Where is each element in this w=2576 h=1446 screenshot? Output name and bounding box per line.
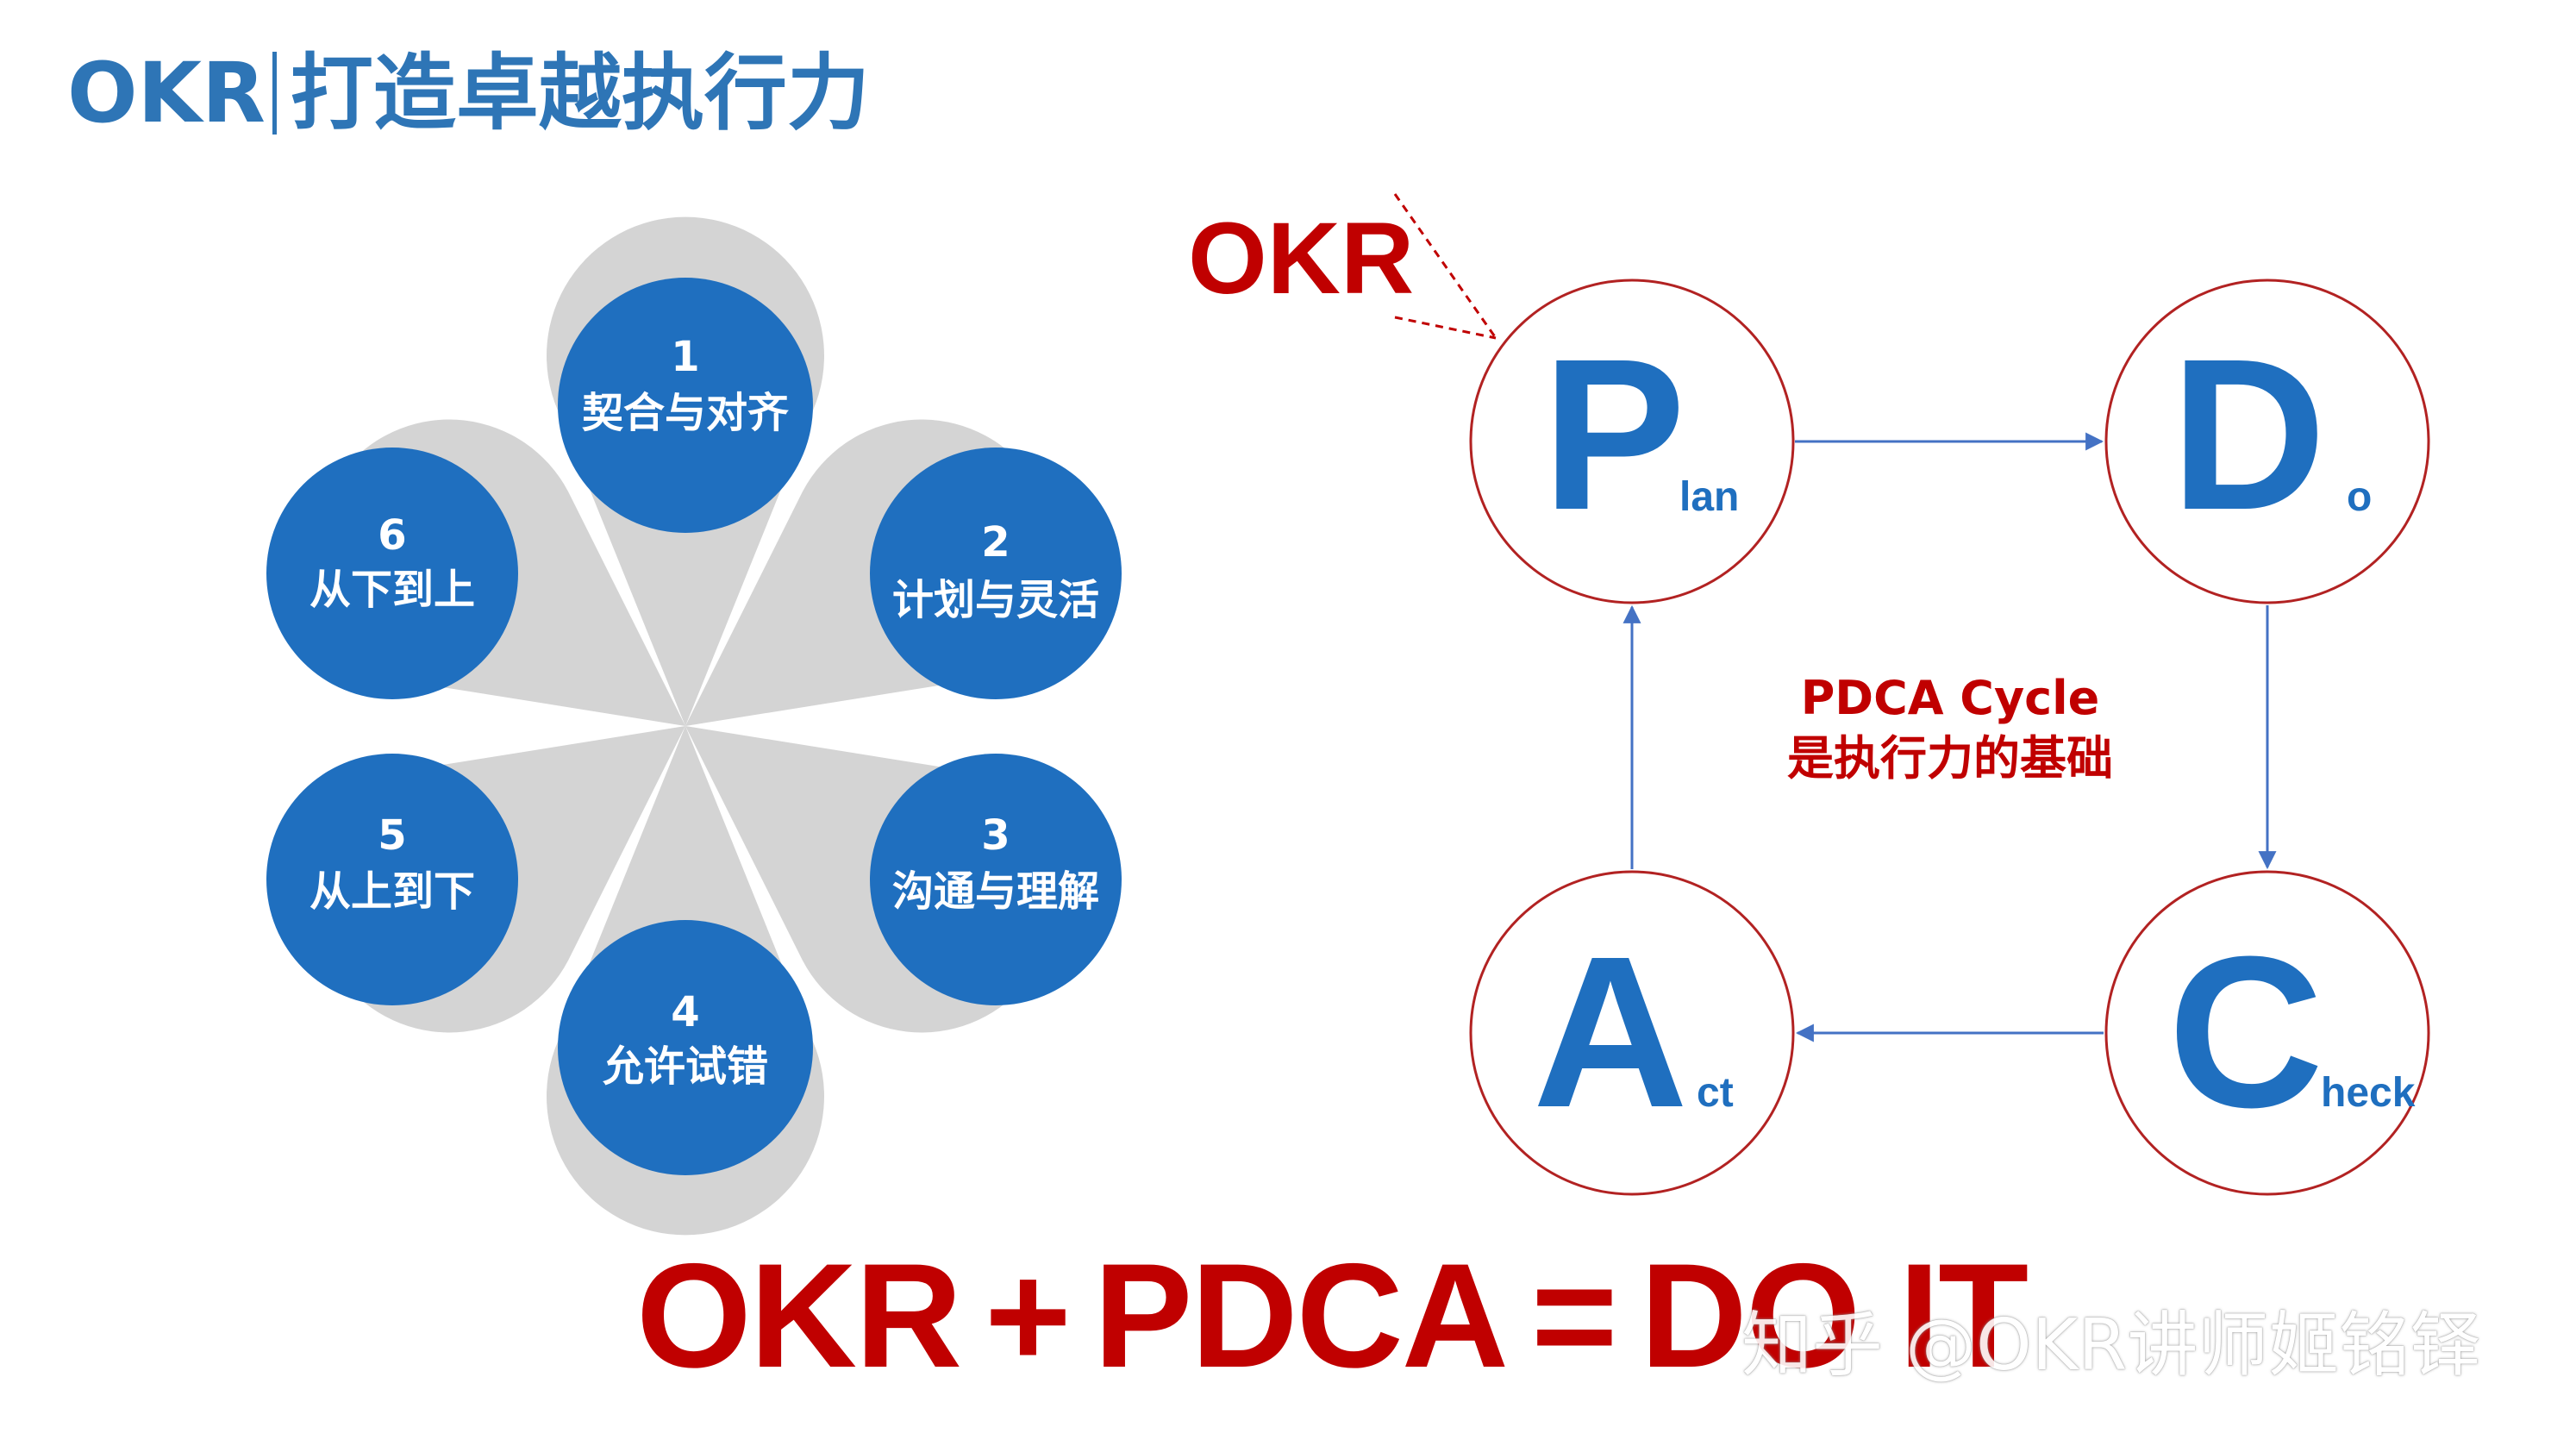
petal-number-6: 6 — [378, 511, 406, 560]
equation-do-it: DO IT — [1640, 1233, 2029, 1399]
petal-label-4: 允许试错 — [603, 1042, 768, 1091]
page-title: OKR 打造卓越执行力 — [67, 52, 870, 135]
plan-ring — [1469, 279, 1795, 604]
pdca-suffixes: lan o heck ct — [1679, 474, 2416, 1116]
petal-circle-6 — [266, 448, 518, 699]
title-divider — [272, 52, 277, 135]
pdca-letters: P D C A — [1533, 314, 2327, 1152]
petal-label-2: 计划与灵活 — [892, 576, 1099, 624]
petal-texts: 1 契合与对齐 2 计划与灵活 3 沟通与理解 4 允许试错 5 从上到下 6 … — [309, 333, 1099, 1091]
okr-tag-pointer-bottom — [1394, 316, 1497, 340]
pdca-arrows — [1623, 432, 2277, 1042]
okr-tag-pointer-top — [1393, 193, 1497, 339]
act-ring — [1469, 870, 1795, 1196]
petal-number-2: 2 — [981, 518, 1010, 567]
petal-circles — [266, 278, 1122, 1175]
petal-circle-1 — [558, 278, 813, 533]
equation-okr: OKR — [636, 1233, 962, 1399]
petal-number-3: 3 — [981, 811, 1010, 860]
okr-flower: 1 契合与对齐 2 计划与灵活 3 沟通与理解 4 允许试错 5 从上到下 6 … — [266, 216, 1122, 1236]
petal-label-5: 从上到下 — [309, 867, 475, 916]
equation-equals: = — [1531, 1233, 1617, 1399]
title-sub: 打造卓越执行力 — [290, 45, 870, 141]
title-main: OKR — [67, 45, 266, 141]
check-ring — [2104, 870, 2430, 1196]
zhihu-watermark: 知乎 @OKR讲师姬铭铎 — [1741, 1305, 2481, 1387]
pdca-center-line1: PDCA Cycle — [1801, 671, 2100, 725]
petal-number-4: 4 — [671, 988, 699, 1036]
petal-label-3: 沟通与理解 — [892, 867, 1099, 916]
petal-label-1: 契合与对齐 — [582, 389, 789, 437]
do-ring — [2104, 279, 2430, 604]
pdca-rings — [1469, 279, 2430, 1196]
check-letter: C — [2168, 911, 2324, 1152]
petal-circle-5 — [266, 754, 518, 1005]
plan-letter: P — [1542, 314, 1686, 554]
pdca-cycle: OKR P D C A lan o heck ct P D C A — [1188, 193, 2430, 1196]
act-suffix: ct — [1697, 1070, 1734, 1116]
equation-pdca: PDCA — [1093, 1233, 1509, 1399]
petal-circle-4 — [558, 920, 813, 1175]
do-suffix: o — [2347, 474, 2372, 520]
plan-suffix: lan — [1679, 474, 1739, 520]
petal-circle-2 — [870, 448, 1122, 699]
petal-label-6: 从下到上 — [309, 566, 475, 614]
check-suffix: heck — [2321, 1070, 2416, 1116]
pdca-center-line2: 是执行力的基础 — [1787, 731, 2113, 786]
petal-number-1: 1 — [671, 333, 699, 381]
act-letter: A — [1533, 911, 1689, 1152]
okr-pdca-equation: OKR+PDCA=DO IT — [636, 1242, 2029, 1390]
equation-plus: + — [985, 1233, 1071, 1399]
petal-circle-3 — [870, 754, 1122, 1005]
petal-number-5: 5 — [378, 811, 406, 860]
pdca-center-text: PDCA Cycle 是执行力的基础 — [1787, 671, 2113, 786]
okr-tag: OKR — [1188, 202, 1414, 316]
do-letter: D — [2171, 314, 2327, 554]
